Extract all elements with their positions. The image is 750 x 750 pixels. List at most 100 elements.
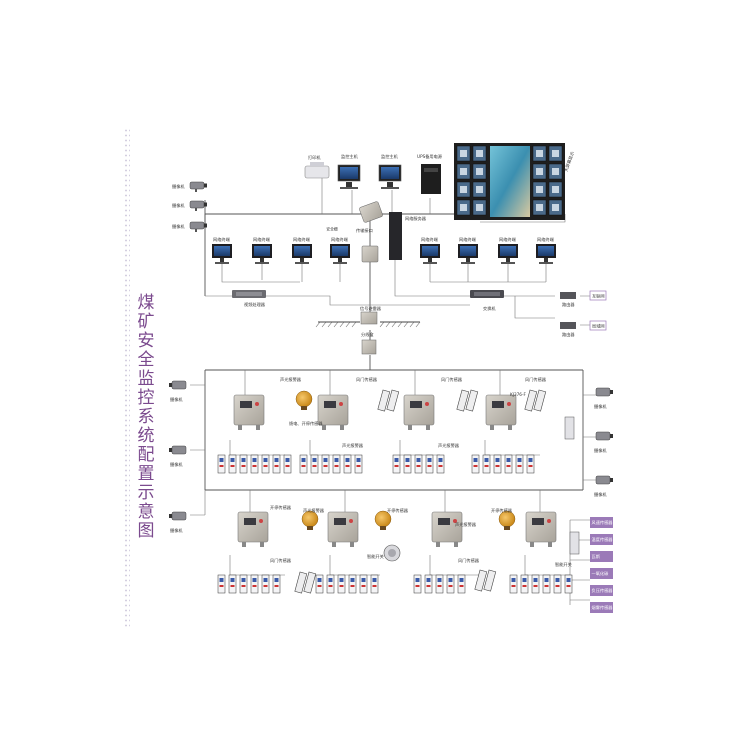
safety-barrier: 安全栅 [326, 226, 379, 263]
svg-text:声光报警器: 声光报警器 [303, 507, 325, 514]
gas-sensor-d-2 [482, 454, 491, 474]
gas-sensor-e-5 [261, 574, 270, 594]
sensor-type-6: 烟雾传感器 [590, 602, 613, 613]
gas-sensor-h-6 [564, 574, 573, 594]
svg-text:KJ376-F: KJ376-F [510, 392, 526, 397]
alarm-2 [301, 510, 319, 530]
network-terminals: 网络终端网络终端网络终端网络终端网络终端网络终端网络终端网络终端 [212, 236, 556, 264]
gas-sensor-a-5 [261, 454, 270, 474]
terminal-right-1: 网络终端 [420, 236, 440, 264]
junction-box: 分线盒 [361, 331, 377, 355]
terminal-label: 网络终端 [421, 236, 438, 243]
svg-text:声光报警器: 声光报警器 [342, 442, 364, 449]
terminal-right-4: 网络终端 [536, 236, 556, 264]
gas-sensor-b-3 [321, 454, 330, 474]
svg-text:监控主机: 监控主机 [381, 153, 399, 160]
fan-drum [383, 544, 401, 562]
camera-right-3: 摄像机 [594, 475, 613, 498]
svg-text:风门传感器: 风门传感器 [525, 376, 547, 383]
smart-switch-2 [569, 531, 580, 555]
sensor-type-label: 负压传感器 [592, 587, 614, 594]
terminal-left-2: 网络终端 [252, 236, 272, 264]
svg-text:风门传感器: 风门传感器 [270, 557, 292, 564]
svg-text:路由器: 路由器 [562, 331, 575, 338]
camera-label: 摄像机 [594, 447, 607, 454]
gas-sensor-a-1 [217, 454, 226, 474]
gas-sensor-d-4 [504, 454, 513, 474]
terminal-label: 网络终端 [459, 236, 476, 243]
sensor-type-label: 一氧化碳 [592, 570, 610, 577]
camera-label: 摄像机 [170, 527, 183, 534]
substation-7 [431, 511, 463, 547]
alarm-3 [374, 510, 392, 530]
signal-arrester: 信号避雷器 [360, 305, 382, 325]
video-wall: 大屏幕显示 [454, 143, 576, 220]
gas-sensor-c-2 [403, 454, 412, 474]
gas-sensor-c-1 [392, 454, 401, 474]
gas-sensor-d-3 [493, 454, 502, 474]
gas-sensor-f-5 [359, 574, 368, 594]
sensor-array [217, 389, 580, 594]
gas-sensor-e-4 [250, 574, 259, 594]
sensor-type-label: 温度传感器 [592, 536, 614, 543]
sensor-type-label: 瓦斯 [592, 553, 601, 560]
gas-sensor-d-1 [471, 454, 480, 474]
wind-sensor-4 [474, 569, 497, 592]
gas-sensor-b-4 [332, 454, 341, 474]
substation-4 [485, 394, 517, 430]
svg-text:风门传感器: 风门传感器 [458, 557, 480, 564]
wind-sensor-1 [377, 389, 400, 412]
transmit-interface: 传输接口 [356, 201, 383, 234]
svg-text:监控主机: 监控主机 [341, 153, 359, 160]
substation-2 [317, 394, 349, 430]
camera-right-2: 摄像机 [594, 431, 613, 454]
gas-sensor-b-5 [343, 454, 352, 474]
smart-switch-1 [564, 416, 575, 440]
svg-text:声光报警器: 声光报警器 [280, 376, 302, 383]
terminal-label: 网络终端 [293, 236, 310, 243]
sensor-type-4: 一氧化碳 [590, 568, 613, 579]
wind-sensor-2 [456, 389, 479, 412]
camera-label: 摄像机 [172, 223, 185, 230]
gas-sensor-b-2 [310, 454, 319, 474]
ups-power: UPS备用电源 [417, 153, 443, 194]
gas-sensor-f-4 [348, 574, 357, 594]
camera-top-3: 摄像机 [172, 221, 207, 232]
lan-box: 局域网 [589, 320, 607, 331]
svg-text:智能开关: 智能开关 [555, 561, 572, 568]
svg-text:传输接口: 传输接口 [356, 227, 373, 234]
camera-right-1: 摄像机 [594, 387, 613, 410]
camera-top-2: 摄像机 [172, 200, 207, 211]
svg-text:风门传感器: 风门传感器 [356, 376, 378, 383]
terminal-left-4: 网络终端 [330, 236, 350, 264]
substations [233, 394, 557, 547]
svg-text:互联网: 互联网 [592, 293, 605, 300]
gas-sensor-b-1 [299, 454, 308, 474]
gas-sensor-c-5 [436, 454, 445, 474]
terminal-left-1: 网络终端 [212, 236, 232, 264]
camera-label: 摄像机 [170, 461, 183, 468]
gas-sensor-h-4 [542, 574, 551, 594]
camera-label: 摄像机 [594, 403, 607, 410]
terminal-right-3: 网络终端 [498, 236, 518, 264]
svg-text:路由器: 路由器 [562, 301, 575, 308]
monitor-host-1: 监控主机 [337, 153, 361, 189]
sensor-type-2: 温度传感器 [590, 534, 613, 545]
svg-text:打印机: 打印机 [308, 154, 321, 161]
router-1: 路由器 [560, 292, 576, 308]
svg-text:声光报警器: 声光报警器 [455, 521, 477, 528]
svg-text:UPS备用电源: UPS备用电源 [417, 153, 443, 160]
sensor-type-5: 负压传感器 [590, 585, 613, 596]
terminal-left-3: 网络终端 [292, 236, 312, 264]
sensor-type-label: 烟雾传感器 [592, 604, 614, 611]
svg-text:网络服务器: 网络服务器 [405, 215, 427, 222]
printer: 打印机 [304, 154, 330, 179]
wind-sensor-3 [524, 389, 547, 412]
internet-box: 互联网 [589, 290, 607, 301]
gas-sensor-d-5 [515, 454, 524, 474]
gas-sensor-g-4 [446, 574, 455, 594]
gas-sensor-g-3 [435, 574, 444, 594]
